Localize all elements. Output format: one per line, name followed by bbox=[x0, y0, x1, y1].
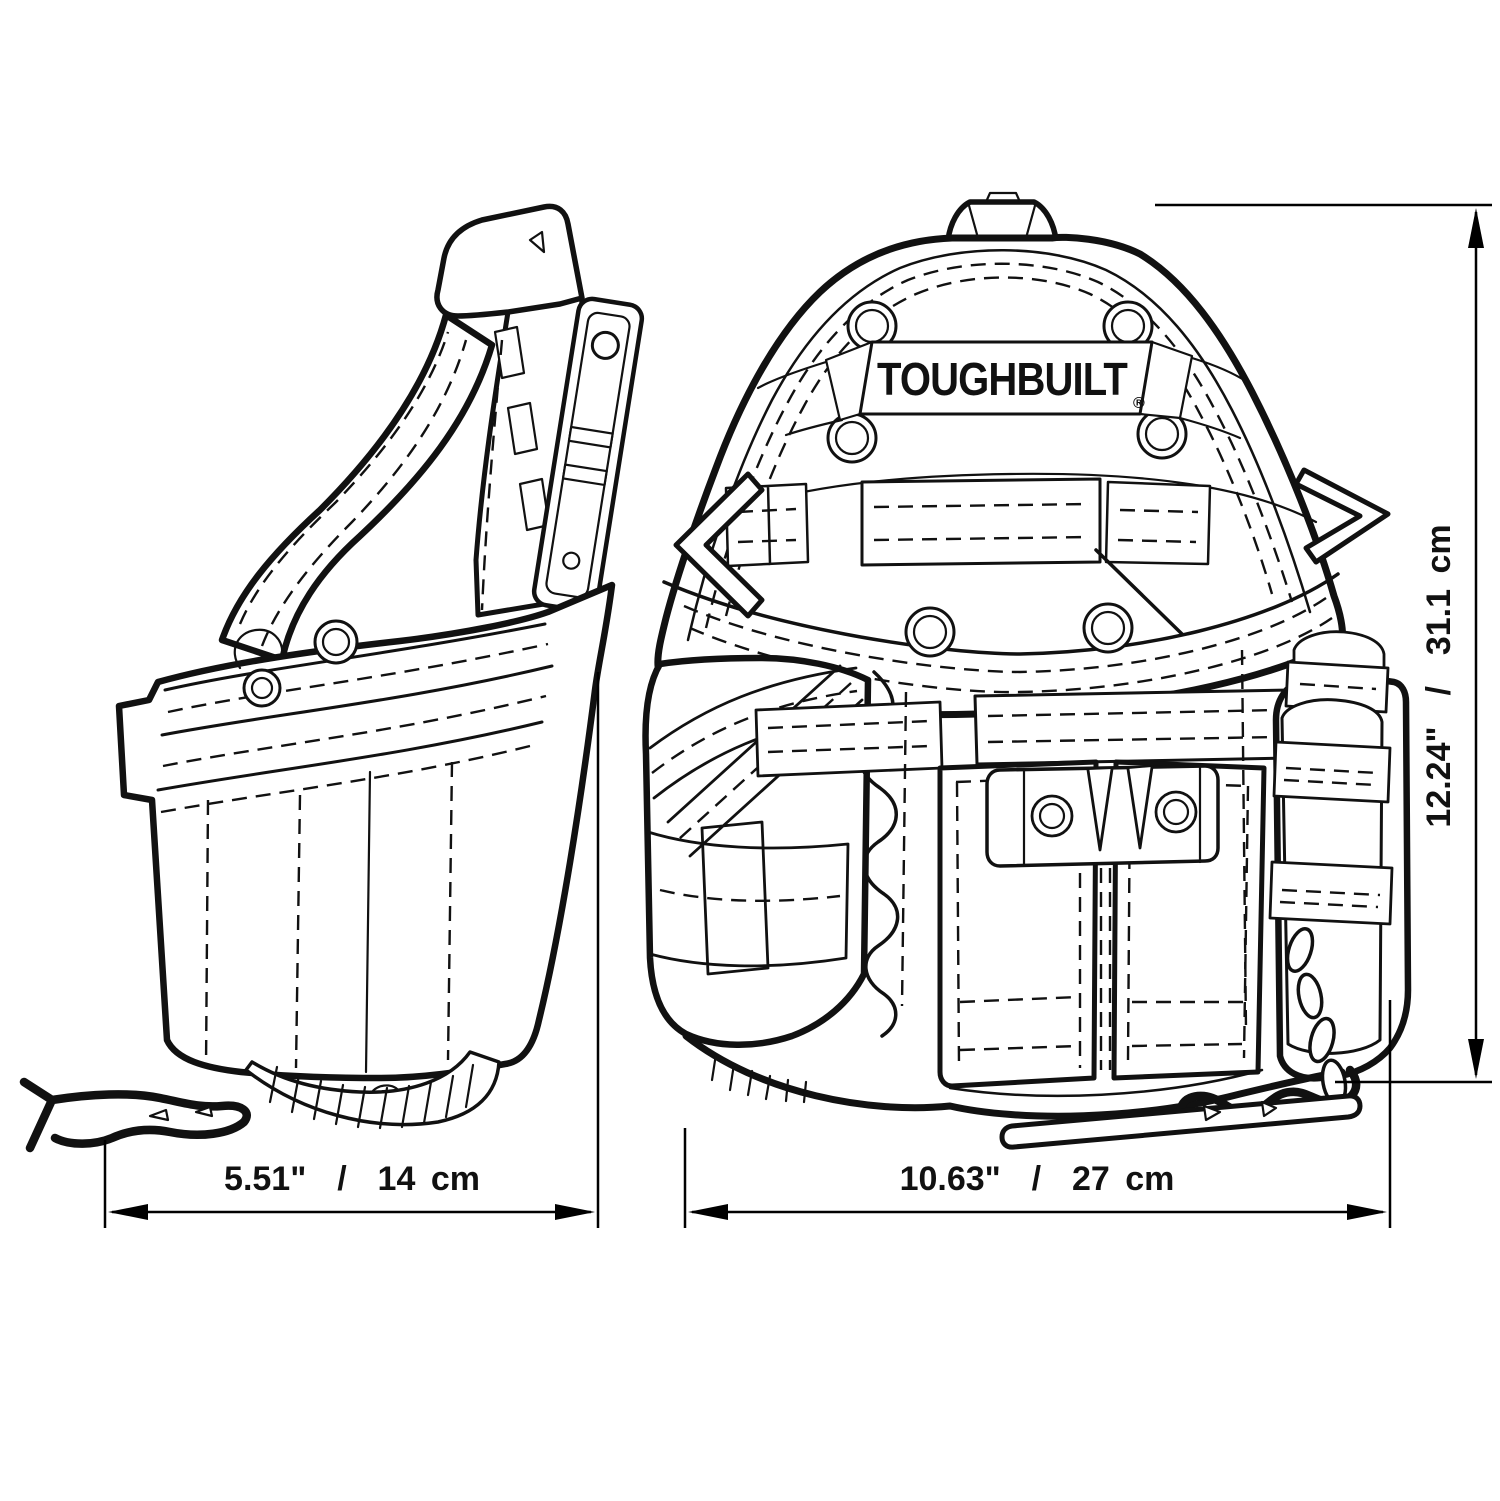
front-width-label: 10.63" / 27 cm bbox=[900, 1160, 1175, 1198]
cylinder-straps bbox=[1268, 740, 1394, 926]
grommet bbox=[834, 420, 870, 456]
tape-clip-notches bbox=[1086, 765, 1154, 852]
side-belt-clip-plate bbox=[531, 296, 645, 614]
front-handle bbox=[945, 199, 1059, 243]
tape-clip-grommet bbox=[1162, 798, 1190, 826]
tape-clip-grommet bbox=[1030, 794, 1074, 838]
side-body bbox=[115, 581, 616, 1082]
registered-mark-icon: ® bbox=[1133, 395, 1145, 412]
chain-link bbox=[1285, 927, 1315, 973]
belt-grommet bbox=[912, 614, 948, 650]
side-strap bbox=[218, 311, 496, 664]
chain-link bbox=[1296, 972, 1324, 1020]
side-clamp-holes bbox=[148, 1105, 214, 1122]
dimension-annotations: 5.51" / 14 cm 10.63" / 27 cm 12.24" / 31… bbox=[103, 203, 1492, 1228]
front-view-drawing: TOUGHBUILT ® bbox=[642, 191, 1412, 1150]
logo-text: TOUGHBUILT bbox=[877, 353, 1128, 405]
extension-lines bbox=[103, 203, 1492, 1228]
front-webbing-center bbox=[860, 477, 1102, 567]
plate-snap bbox=[562, 551, 581, 570]
width-dimension-front: 10.63" / 27 cm bbox=[688, 1160, 1387, 1220]
belt-grommet bbox=[1090, 610, 1126, 646]
side-blade-slots bbox=[493, 230, 551, 532]
side-coil-ribs bbox=[268, 1063, 475, 1130]
side-snap-outer bbox=[242, 668, 282, 708]
dimension-arrow bbox=[1347, 1204, 1387, 1220]
front-belt-band-top bbox=[662, 572, 1340, 656]
front-handle-detail bbox=[966, 191, 1038, 240]
front-webbing-divider bbox=[1094, 548, 1184, 636]
side-hook-head bbox=[434, 203, 585, 319]
chain-link bbox=[1308, 1016, 1336, 1064]
side-coil bbox=[244, 1050, 501, 1127]
side-grommet-inner bbox=[321, 627, 351, 657]
front-cylinder-pouches bbox=[1240, 630, 1412, 1082]
tape-clip-grommet bbox=[1154, 790, 1198, 834]
dimension-arrow bbox=[1468, 208, 1484, 248]
toughbuilt-logo: TOUGHBUILT ® bbox=[756, 340, 1252, 440]
logo-plate bbox=[858, 340, 1154, 416]
ground-hook-holes bbox=[1202, 1100, 1278, 1122]
side-grommet-outer bbox=[313, 619, 359, 665]
plate-crossbar-1 bbox=[567, 425, 614, 449]
side-view-drawing bbox=[19, 203, 645, 1153]
front-chain-and-hook bbox=[999, 927, 1363, 1150]
height-dimension: 12.24" / 31.1 cm bbox=[1420, 208, 1484, 1079]
plate-inner bbox=[545, 311, 631, 599]
side-width-label: 5.51" / 14 cm bbox=[224, 1160, 480, 1198]
front-right-loop bbox=[1293, 467, 1391, 565]
logo-band-lines bbox=[756, 356, 1252, 440]
front-left-dring bbox=[673, 471, 765, 619]
plate-hole bbox=[590, 330, 620, 360]
plate-crossbar-2 bbox=[561, 463, 608, 487]
front-dome bbox=[654, 233, 1346, 719]
front-grommets-upper bbox=[826, 300, 1188, 464]
front-holster-straps bbox=[646, 664, 864, 976]
front-bottom-ribs bbox=[710, 1052, 808, 1104]
side-snap-inner bbox=[250, 676, 274, 700]
front-dome-stitching bbox=[704, 262, 1294, 629]
front-webbing-right bbox=[1104, 480, 1212, 566]
dimension-arrow bbox=[108, 1204, 148, 1220]
front-dome-inner-line bbox=[686, 249, 1312, 642]
front-bottom-edge bbox=[682, 1032, 1346, 1120]
dimension-arrow bbox=[1468, 1039, 1484, 1079]
dimension-arrow bbox=[688, 1204, 728, 1220]
tape-clip-tabs bbox=[1022, 764, 1202, 866]
front-tape-clip bbox=[985, 764, 1220, 868]
side-ground-clamp bbox=[19, 1077, 251, 1153]
front-left-band bbox=[754, 700, 944, 778]
dimension-arrow bbox=[555, 1204, 595, 1220]
side-stitching-dashed bbox=[160, 331, 549, 1069]
grommet bbox=[1144, 416, 1180, 452]
height-label: 12.24" / 31.1 cm bbox=[1420, 524, 1458, 827]
width-dimension-side: 5.51" / 14 cm bbox=[108, 1160, 595, 1220]
front-main-band bbox=[973, 688, 1294, 766]
front-belt-stitching bbox=[683, 502, 1333, 694]
tape-clip-grommet bbox=[1038, 802, 1066, 830]
front-bottom-inner bbox=[948, 1068, 1264, 1098]
cylinder-stitching bbox=[1240, 649, 1381, 1031]
